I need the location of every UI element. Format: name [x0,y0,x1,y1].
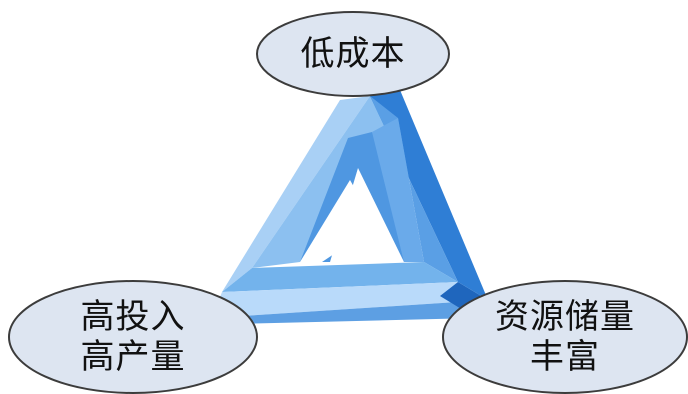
ellipse-left [8,280,258,394]
triangle-left-outer-face [222,96,370,292]
node-low-cost: 低成本 [258,12,448,96]
triangle-bottom-bar-front [212,282,488,318]
node-high-input-output-line-1: 高投入 [80,297,186,337]
node-rich-resources-line-1: 资源储量 [495,297,635,337]
ellipse-right [442,280,688,394]
node-rich-resources: 资源储量 丰富 [442,282,688,392]
ellipse-top [256,11,450,97]
triangle-bottom-bar-lower [212,300,488,324]
node-low-cost-line-1: 低成本 [300,34,406,74]
triangle-hole-2 [330,168,404,262]
node-rich-resources-line-2: 丰富 [530,337,600,377]
node-high-input-output: 高投入 高产量 [8,282,258,392]
penrose-triangle [212,90,488,324]
node-high-input-output-line-2: 高产量 [80,337,186,377]
triangle-inner-left-face [372,118,424,262]
